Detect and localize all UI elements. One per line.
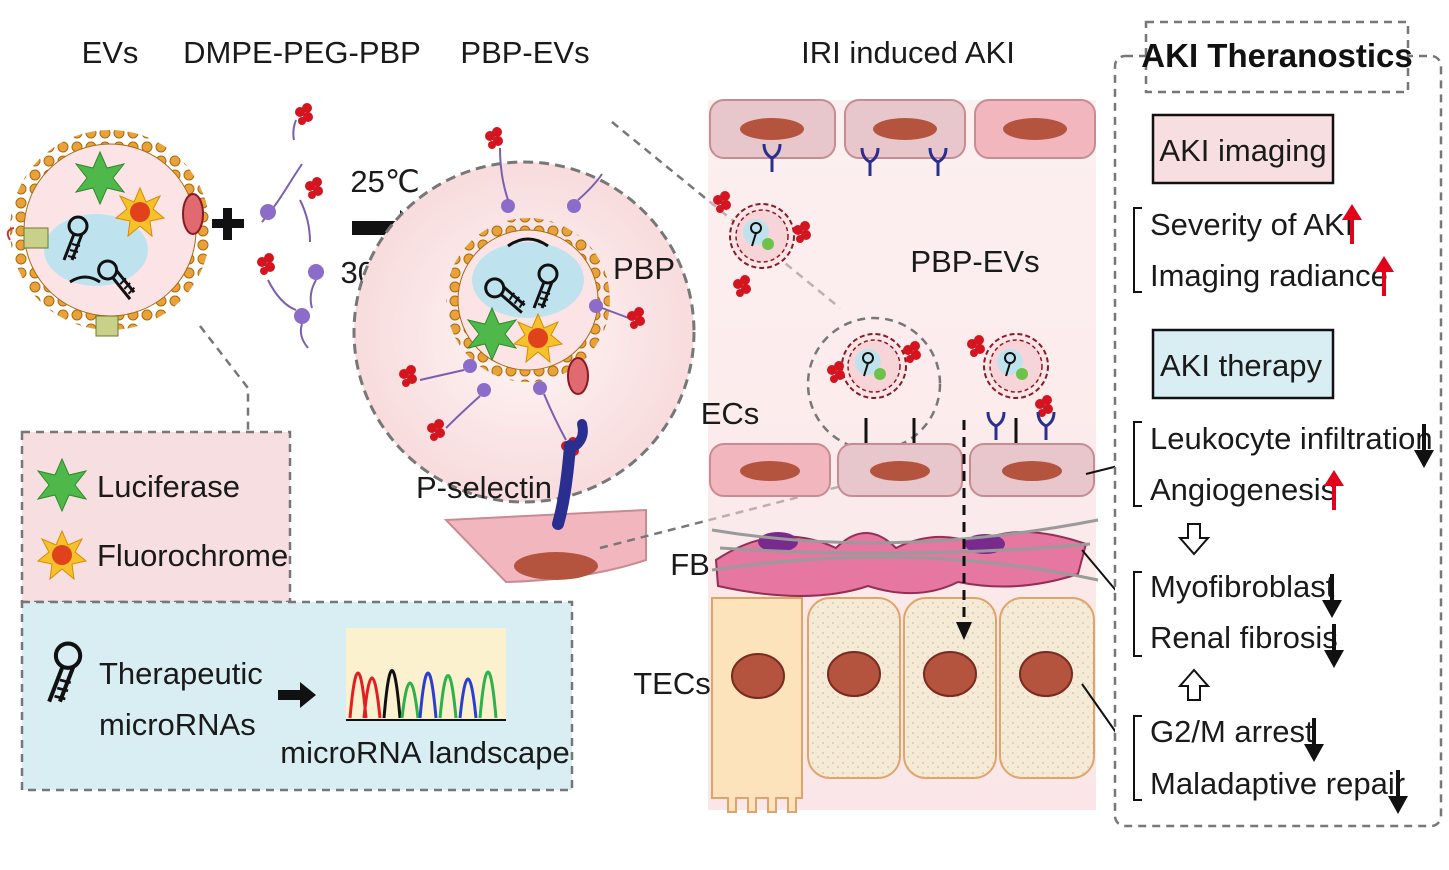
tissue-section [708,99,1099,813]
aki-therapy-box: AKI therapy [1160,348,1322,383]
label-pbp: PBP [613,251,675,286]
chromatogram-icon [346,669,506,721]
plus-icon [212,208,244,240]
legend-therapeutic-line1: Therapeutic [99,656,263,691]
label-pbp-evs-top: PBP-EVs [460,35,589,70]
item-radiance: Imaging radiance [1150,258,1388,293]
item-leukocyte: Leukocyte infiltration [1150,421,1433,456]
label-tecs: TECs [633,666,711,701]
label-ecs: ECs [701,396,760,431]
item-maladaptive: Maladaptive repair [1150,766,1405,801]
item-severity: Severity of AKI [1150,207,1353,242]
reaction-temperature: 25℃ [350,164,419,199]
pbp-ev-inset [352,127,696,584]
theranostics-panel [1113,20,1443,828]
legend-therapeutic-line2: microRNAs [99,707,256,742]
panel-title: AKI Theranostics [1141,37,1412,74]
callout-line [199,325,250,432]
down-arrow-icon [1304,718,1324,762]
label-evs: EVs [82,35,139,70]
item-fibrosis: Renal fibrosis [1150,620,1338,655]
aki-imaging-box: AKI imaging [1159,133,1326,168]
item-angiogenesis: Angiogenesis [1150,472,1336,507]
label-iri-induced-aki: IRI induced AKI [801,35,1015,70]
up-arrow-icon [1374,256,1394,296]
legend-mirna-landscape: microRNA landscape [280,735,569,770]
item-myofibroblast: Myofibroblast [1150,569,1335,604]
label-p-selectin: P-selectin [416,470,552,505]
ev-vesicle [6,130,210,337]
pbp-ev-particle [983,333,1049,399]
up-arrow-icon [1324,470,1344,510]
legend-reporters [20,430,292,604]
legend-mirna [20,600,574,792]
down-arrow-icon [1322,574,1342,618]
label-fb: FB [670,547,710,582]
hollow-up-arrow-icon [1177,668,1211,701]
label-dmpe-peg-pbp: DMPE-PEG-PBP [183,35,421,70]
label-pbp-evs-tissue: PBP-EVs [910,244,1039,279]
hollow-down-arrow-icon [1177,523,1211,556]
down-arrow-icon [1414,424,1434,468]
down-arrow-icon [1324,624,1344,668]
item-g2m: G2/M arrest [1150,714,1314,749]
arrow-right-icon [278,682,316,708]
pbp-ev-particle [841,333,907,399]
down-arrow-icon [1388,770,1408,814]
legend-luciferase: Luciferase [97,469,240,504]
up-arrow-icon [1342,204,1362,244]
legend-fluorochrome: Fluorochrome [97,538,288,573]
dmpe-peg-pbp-molecules [257,103,324,349]
pbp-ev-particle [729,203,795,269]
